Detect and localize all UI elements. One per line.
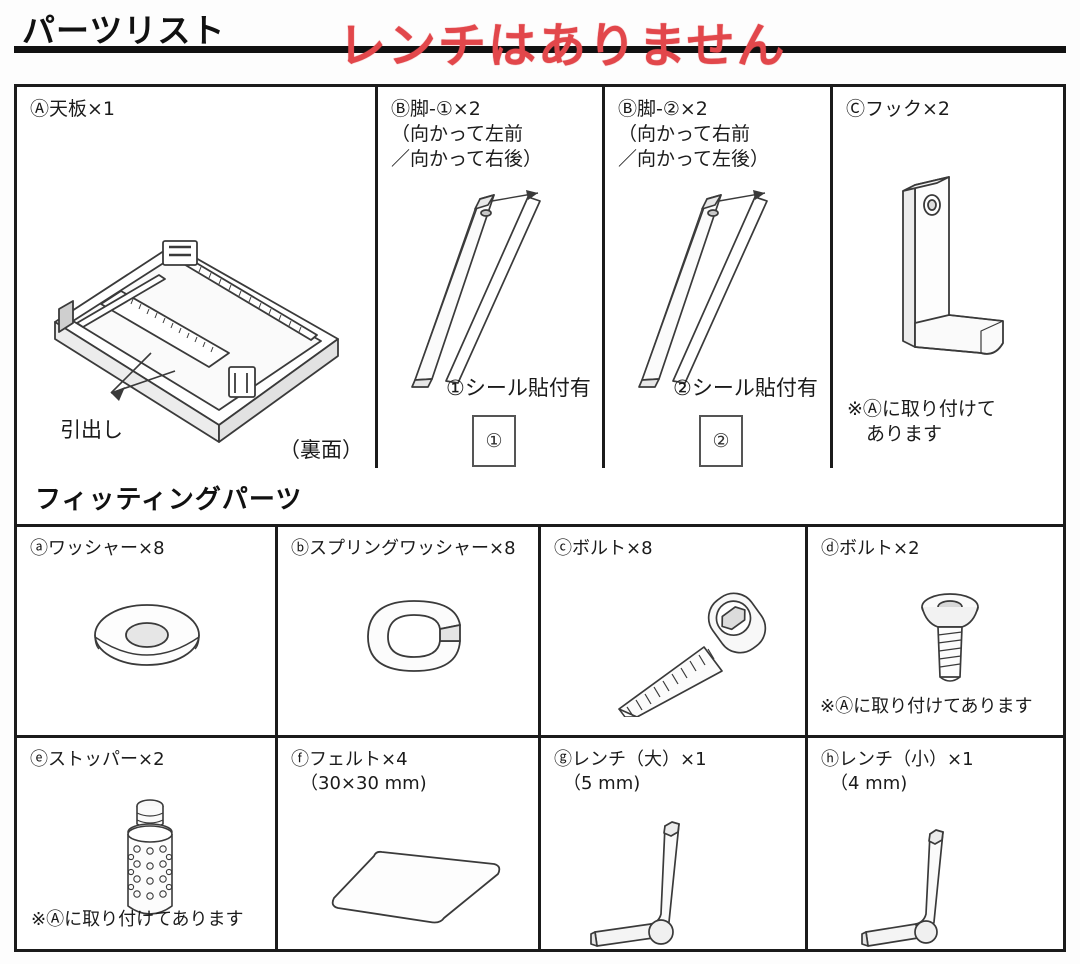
fitting-parts-title: フィッティングパーツ: [35, 485, 303, 515]
title-underline-rule: [14, 46, 1066, 53]
fitting-label-e: ⓔストッパー×2: [30, 749, 165, 770]
fitting-cell-g: ⓖレンチ（大）×1 （5 mm): [541, 738, 805, 949]
red-annotation-no-wrench: レンチはありません: [338, 18, 787, 74]
leg-pair-drawing-2: [615, 187, 820, 392]
fitting-cell-c: ⓒボルト×8: [541, 527, 805, 735]
fitting-cell-e: ⓔストッパー×2: [17, 738, 275, 949]
row2-divider-2: [538, 527, 541, 735]
row1-divider-2: [602, 87, 605, 468]
sticker-box-2: ②: [699, 415, 743, 467]
row3-divider-1: [275, 738, 278, 949]
washer-drawing: [87, 595, 207, 679]
fitting-label-d: ⓓボルト×2: [821, 538, 920, 559]
seal-callout-1: ①シール貼付有: [446, 376, 591, 400]
spring-washer-drawing: [354, 593, 474, 683]
fitting-cell-h: ⓗレンチ（小）×1 （4 mm): [808, 738, 1063, 949]
fitting-label-g: ⓖレンチ（大）×1 （5 mm): [554, 749, 707, 794]
tabletop-underside-drawing: [33, 157, 363, 457]
bolt-long-drawing: [589, 587, 779, 717]
fitting-cell-a: ⓐワッシャー×8: [17, 527, 275, 735]
part-cell-A: Ⓐ天板×1: [17, 87, 375, 468]
row2-divider-1: [275, 527, 278, 735]
stopper-attached-note: ※Ⓐに取り付けてあります: [31, 909, 244, 930]
part-label-A: Ⓐ天板×1: [30, 98, 116, 120]
part-cell-B1: Ⓑ脚-①×2 （向かって左前 ／向かって右後）: [378, 87, 602, 468]
fitting-cell-b: ⓑスプリングワッシャー×8: [278, 527, 538, 735]
fitting-label-a: ⓐワッシャー×8: [30, 538, 165, 559]
fitting-cell-d: ⓓボルト×2: [808, 527, 1063, 735]
felt-drawing: [326, 846, 506, 932]
fitting-label-h: ⓗレンチ（小）×1 （4 mm): [821, 749, 974, 794]
page-title: パーツリスト: [22, 11, 226, 50]
fitting-parts-section-header: フィッティングパーツ: [17, 468, 1063, 524]
underside-callout: （裏面）: [279, 438, 363, 462]
row3-divider-2: [538, 738, 541, 949]
fitting-label-b: ⓑスプリングワッシャー×8: [291, 538, 516, 559]
bolt-attached-note: ※Ⓐに取り付けてあります: [820, 696, 1033, 717]
stopper-drawing: [105, 794, 195, 929]
hook-attached-note: ※Ⓐに取り付けて あります: [847, 398, 996, 445]
part-label-C: Ⓒフック×2: [846, 98, 951, 120]
part-cell-B2: Ⓑ脚-②×2 （向かって右前 ／向かって左後） ②シール貼付有: [605, 87, 830, 468]
drawer-callout: 引出し: [60, 418, 123, 442]
wrench-large-drawing: [589, 818, 769, 948]
row1-divider-1: [375, 87, 378, 468]
leg-pair-drawing-1: [388, 187, 593, 392]
parts-table: Ⓐ天板×1: [14, 84, 1066, 952]
part-label-B1: Ⓑ脚-①×2 （向かって左前 ／向かって右後）: [391, 98, 543, 171]
part-cell-C: Ⓒフック×2: [833, 87, 1063, 468]
fitting-label-f: ⓕフェルト×4 （30×30 mm): [291, 749, 427, 794]
hook-drawing: [885, 171, 1035, 381]
part-label-B2: Ⓑ脚-②×2 （向かって右前 ／向かって左後）: [618, 98, 770, 171]
sticker-box-1: ①: [472, 415, 516, 467]
row2-bottom-rule: [17, 735, 1063, 738]
bolt-short-drawing: [898, 585, 1008, 695]
section-band-bottom-rule: [17, 524, 1063, 527]
wrench-small-drawing: [856, 822, 1026, 948]
page-header: パーツリスト レンチはありません: [0, 0, 1080, 78]
row3-divider-3: [805, 738, 808, 949]
row2-divider-3: [805, 527, 808, 735]
row1-divider-3: [830, 87, 833, 468]
seal-callout-2: ②シール貼付有: [673, 376, 818, 400]
fitting-label-c: ⓒボルト×8: [554, 538, 653, 559]
fitting-cell-f: ⓕフェルト×4 （30×30 mm): [278, 738, 538, 949]
